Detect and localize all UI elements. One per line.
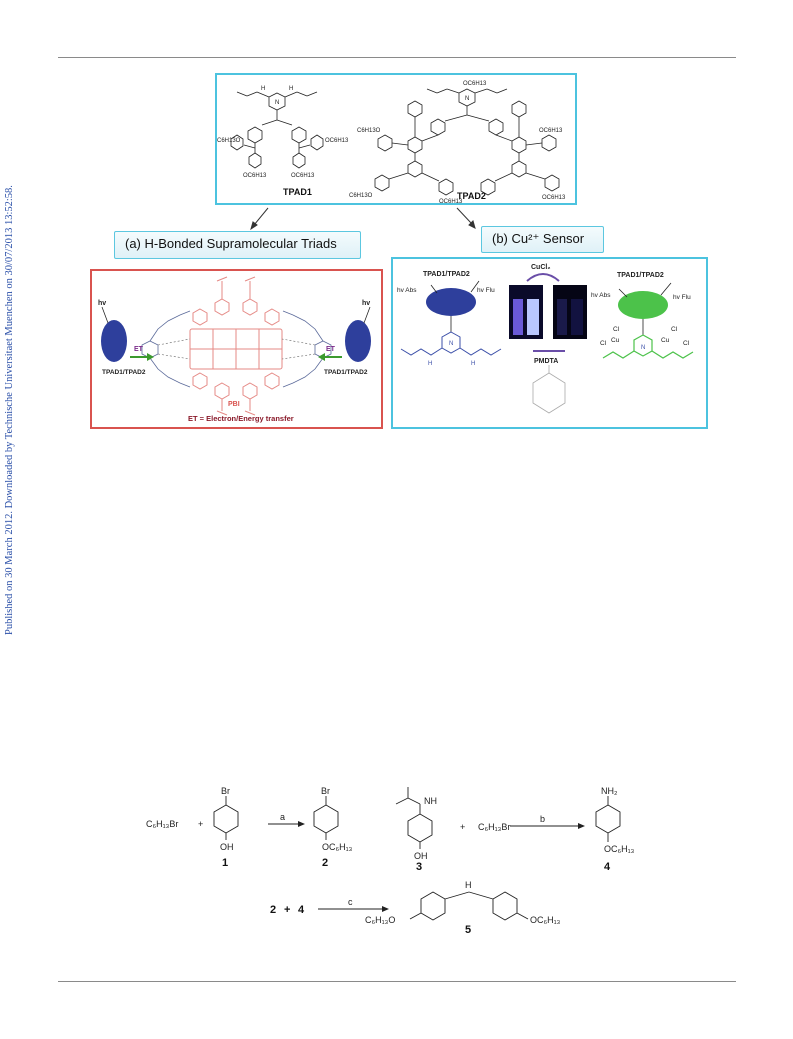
- svg-text:OC6H13: OC6H13: [325, 138, 349, 144]
- hv-flu-cu: hv Flu: [673, 294, 691, 301]
- step-a: a: [280, 812, 285, 822]
- panel-b-title: (b) Cu²⁺ Sensor: [481, 226, 604, 253]
- c6h13o-5: C₆H₁₃O: [365, 915, 395, 925]
- donor-label-left: TPAD1/TPAD2: [102, 369, 146, 376]
- reagent-c6h13br-1: C₆H₁₃Br: [146, 819, 178, 829]
- cl-3: Cl: [671, 326, 678, 333]
- plus-2: +: [460, 822, 465, 832]
- br-2: Br: [321, 786, 330, 796]
- svg-text:N: N: [465, 96, 469, 102]
- svg-text:OC6H13: OC6H13: [291, 173, 315, 179]
- donor-ellipse-right: [345, 320, 371, 362]
- panel-b-sensor: N H H TPAD1/TPAD2 hv Abs hv Flu CuCl₂ PM…: [391, 257, 708, 429]
- hv-abs-cu: hv Abs: [591, 292, 611, 299]
- free-ligand-h-right: H: [471, 361, 475, 367]
- oh-1: OH: [220, 842, 234, 852]
- reactant-4-label: 4: [298, 904, 305, 916]
- donor-label-right: TPAD1/TPAD2: [324, 369, 368, 376]
- tpad1-label: TPAD1: [283, 187, 312, 197]
- et-left: ET: [134, 346, 144, 353]
- hv-flu-free: hv Flu: [477, 287, 495, 294]
- hv-right: hv: [362, 300, 370, 307]
- cl-4: Cl: [683, 340, 690, 347]
- svg-text:N: N: [275, 100, 279, 106]
- cu-left: Cu: [611, 337, 620, 344]
- tpad2-label: TPAD2: [457, 191, 486, 201]
- svg-text:OC6H13: OC6H13: [539, 128, 563, 134]
- donor-ellipse-left: [101, 320, 127, 362]
- compound-1-label: 1: [222, 857, 228, 869]
- sensor-figure: N H H TPAD1/TPAD2 hv Abs hv Flu CuCl₂ PM…: [397, 264, 694, 414]
- compound-4-label: 4: [604, 861, 611, 873]
- cl-2: Cl: [600, 340, 607, 347]
- free-ligand-n: N: [449, 341, 453, 347]
- footer-rule: [58, 981, 736, 982]
- nh-3: NH: [424, 796, 437, 806]
- svg-text:H: H: [289, 86, 293, 92]
- cu-complex-ellipse: [618, 291, 668, 319]
- triad-figure: hv hv ET ET TPAD1/TPAD2 TPAD1/TPAD2 PBI …: [98, 276, 371, 423]
- cu-complex-n: N: [641, 345, 645, 351]
- hv-abs-free: hv Abs: [397, 287, 417, 294]
- branch-arrows: [250, 207, 476, 231]
- step-c: c: [348, 897, 353, 907]
- compound-5-label: 5: [465, 924, 471, 936]
- panel-a-title: (a) H-Bonded Supramolecular Triads: [114, 231, 361, 259]
- oc6h13-5: OC₆H₁₃: [530, 915, 561, 925]
- step-b: b: [540, 814, 545, 824]
- substituent-label: OC6H13: [463, 81, 487, 87]
- svg-text:H: H: [261, 86, 265, 92]
- svg-text:OC6H13: OC6H13: [243, 173, 267, 179]
- reagent-c6h13br-2: C₆H₁₃Br: [478, 822, 510, 832]
- cl-1: Cl: [613, 326, 620, 333]
- plus-1: +: [198, 819, 203, 829]
- pbi-label: PBI: [228, 401, 240, 408]
- panel-a-triads: hv hv ET ET TPAD1/TPAD2 TPAD1/TPAD2 PBI …: [90, 269, 383, 429]
- free-ligand-ellipse: [426, 288, 476, 316]
- plus-3: +: [284, 904, 290, 916]
- header-rule: [58, 57, 736, 58]
- svg-text:C6H13O: C6H13O: [357, 128, 381, 134]
- cucl2-label: CuCl₂: [531, 264, 550, 271]
- hv-left: hv: [98, 300, 106, 307]
- donor-label-cu: TPAD1/TPAD2: [617, 272, 664, 279]
- compound-2-label: 2: [322, 857, 328, 869]
- oc6h13-2: OC₆H₁₃: [322, 842, 353, 852]
- et-caption: ET = Electron/Energy transfer: [188, 414, 294, 423]
- svg-text:OC6H13: OC6H13: [542, 195, 566, 201]
- donor-label-free: TPAD1/TPAD2: [423, 271, 470, 278]
- nh2-4: NH₂: [601, 786, 618, 796]
- oh-3: OH: [414, 851, 428, 861]
- synthetic-scheme: C₆H₁₃Br + Br OH a Br OC₆H₁₃ NH OH + C₆H₁…: [146, 786, 635, 936]
- oc6h13-4: OC₆H₁₃: [604, 844, 635, 854]
- et-right: ET: [326, 346, 336, 353]
- pmdta-label: PMDTA: [534, 358, 558, 365]
- reactant-2-label: 2: [270, 904, 276, 916]
- svg-text:C6H13O: C6H13O: [349, 193, 373, 199]
- svg-text:OC6H13: OC6H13: [439, 199, 463, 203]
- svg-text:C6H13O: C6H13O: [217, 138, 241, 144]
- h-5: H: [465, 880, 472, 890]
- cu-right: Cu: [661, 337, 670, 344]
- compound-3-label: 3: [416, 861, 422, 873]
- br-1: Br: [221, 786, 230, 796]
- free-ligand-h-left: H: [428, 361, 432, 367]
